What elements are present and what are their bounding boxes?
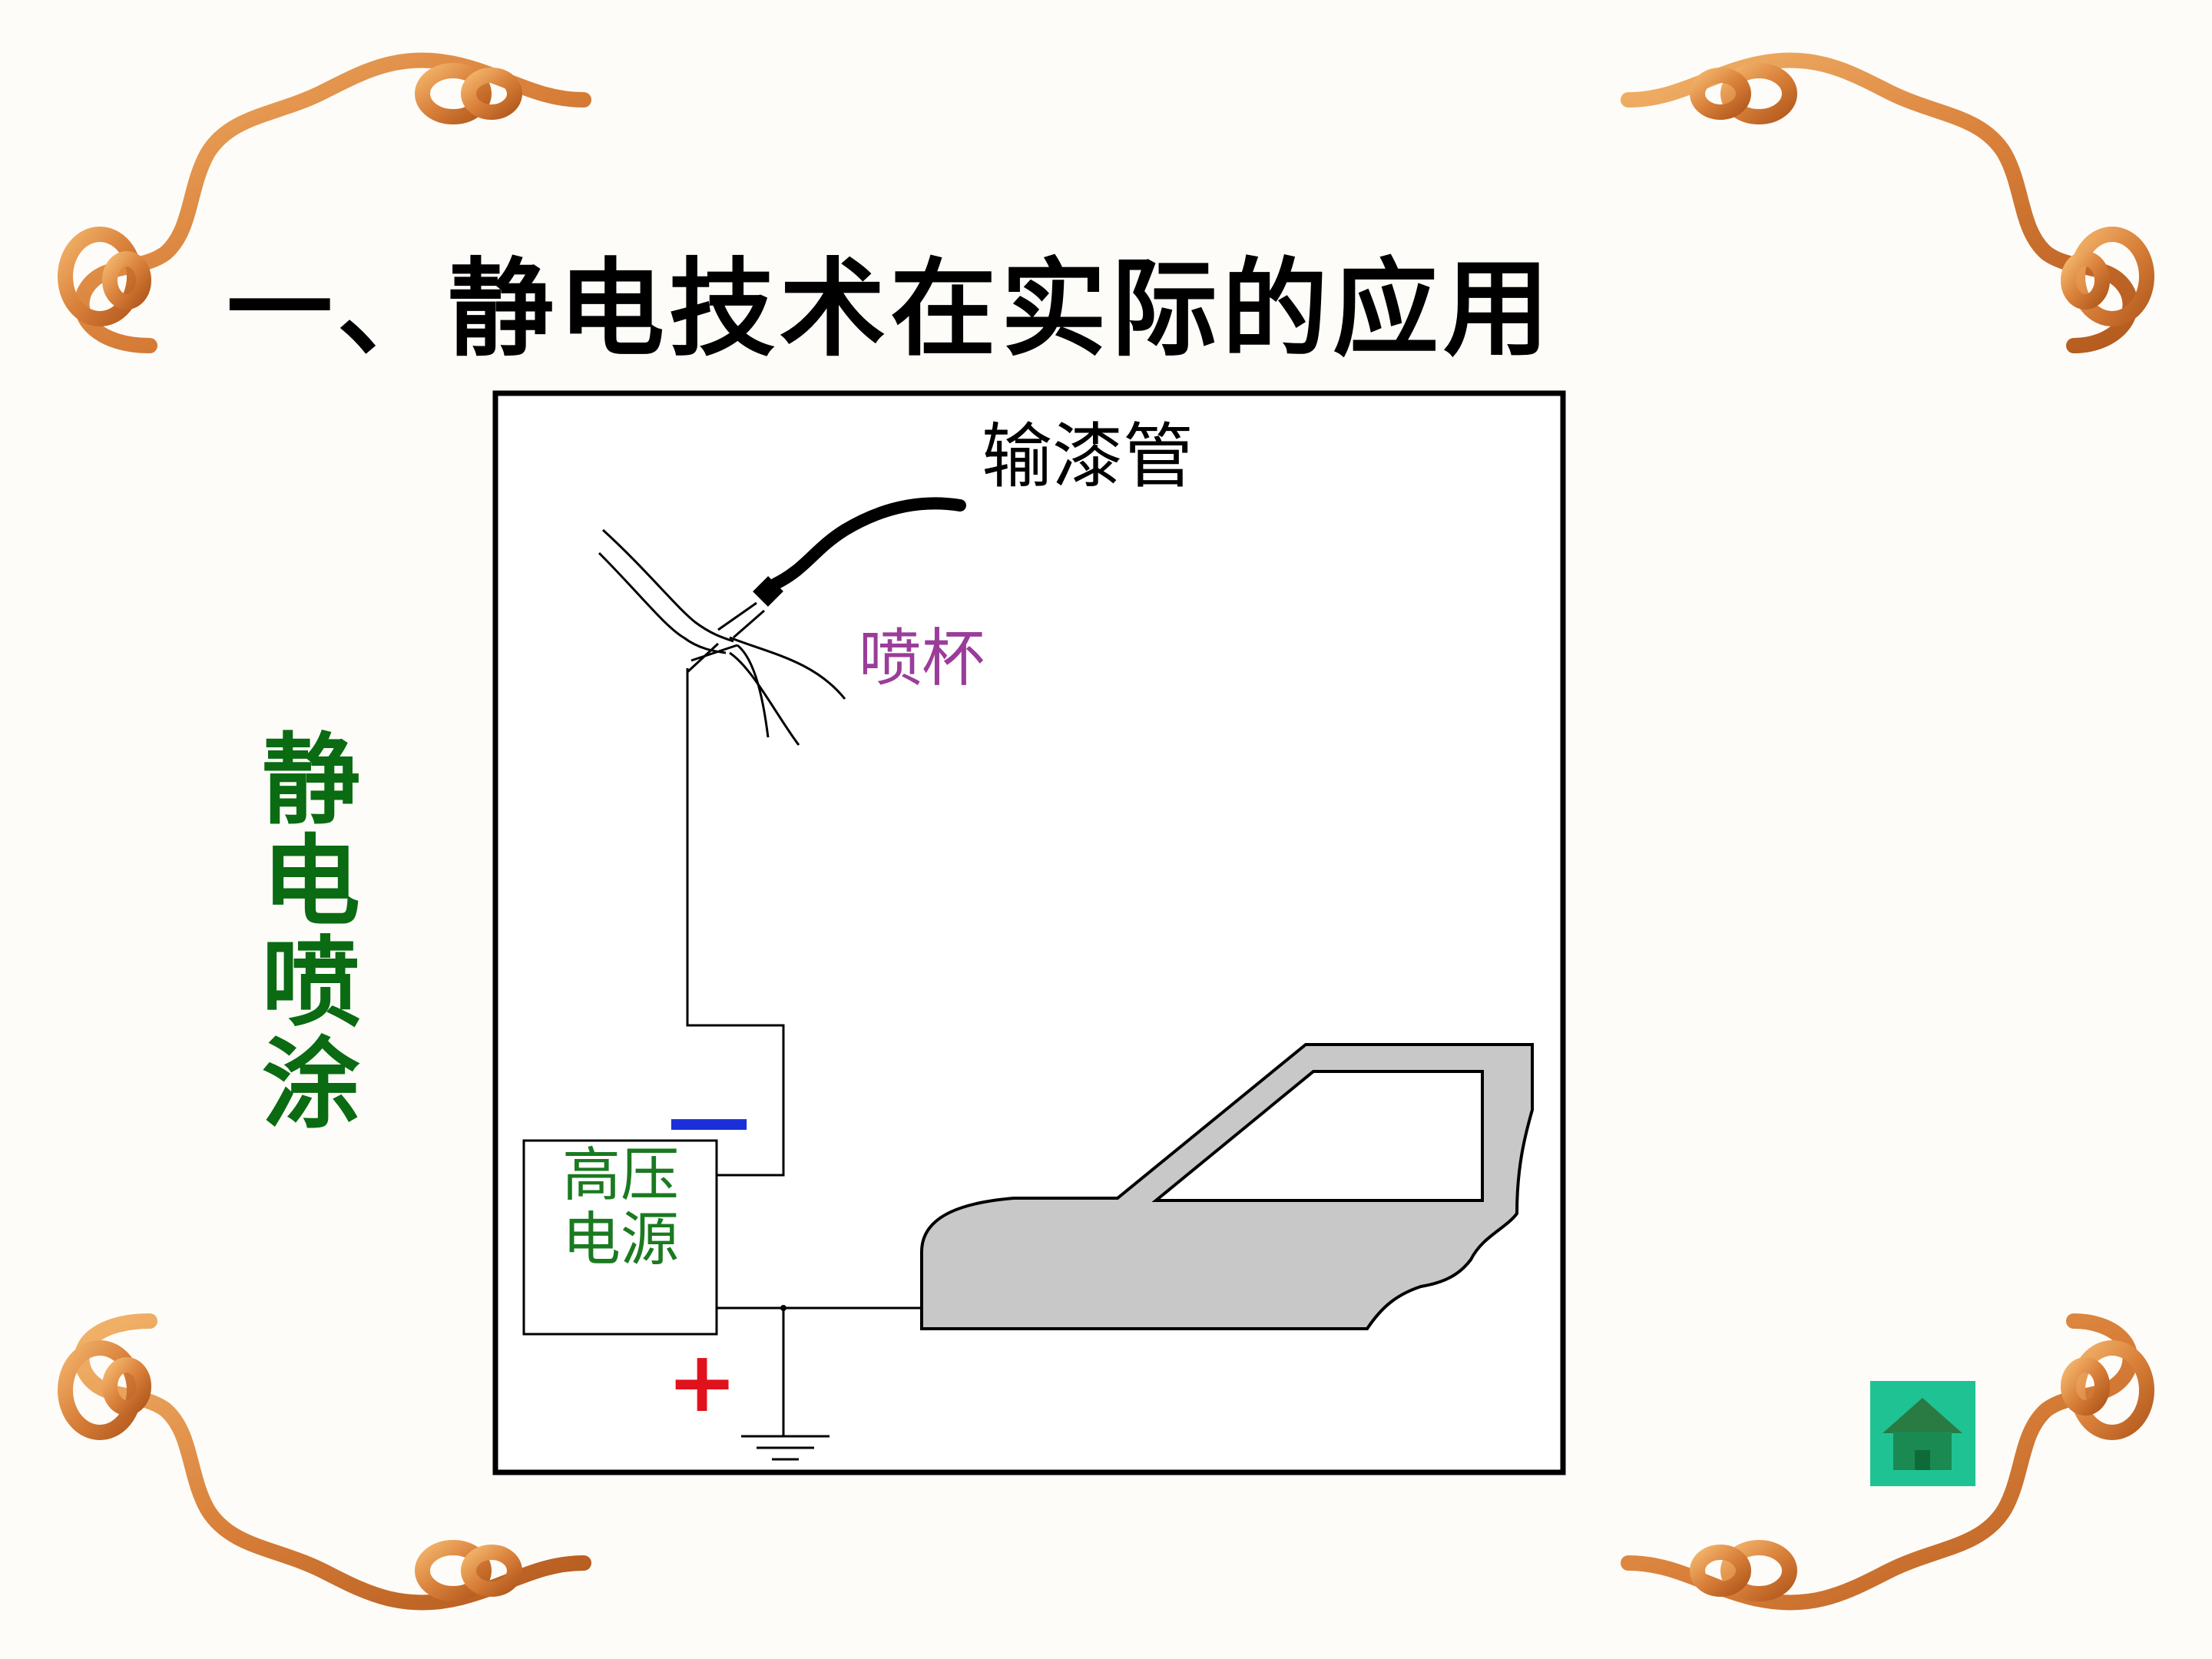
positive-terminal-sign: + (667, 1333, 738, 1431)
side-label-char: 电 (261, 824, 360, 939)
frame-bars (144, 94, 2080, 1568)
spray-cup (598, 528, 846, 746)
paint-pipe-label: 输漆管 (982, 416, 1194, 498)
page-title: 一、静电技术在实际的应用 (227, 246, 1555, 371)
home-icon (1883, 1398, 1962, 1470)
side-label-char: 涂 (261, 1027, 360, 1142)
pipe-nozzle (753, 576, 783, 607)
side-label-char: 喷 (261, 926, 360, 1041)
side-label-electrostatic-spraying: 静 电 喷 涂 (253, 730, 369, 1135)
car-body (920, 1043, 1534, 1330)
side-label-char: 静 (261, 723, 360, 838)
hv-source-label-line: 电源 (562, 1205, 679, 1273)
home-button[interactable] (1870, 1381, 1975, 1486)
spray-cup-label: 喷杯 (859, 622, 985, 695)
hv-source-label-line: 高压 (562, 1141, 679, 1209)
hv-source-label: 高压 电源 (525, 1143, 717, 1272)
negative-terminal-sign: — (667, 1069, 751, 1167)
frame-scrolls (58, 52, 2154, 1611)
wire-junction (780, 1305, 786, 1311)
hv-source-box (522, 1139, 718, 1336)
circuit-wires (686, 668, 922, 1461)
paint-pipe (770, 497, 966, 590)
